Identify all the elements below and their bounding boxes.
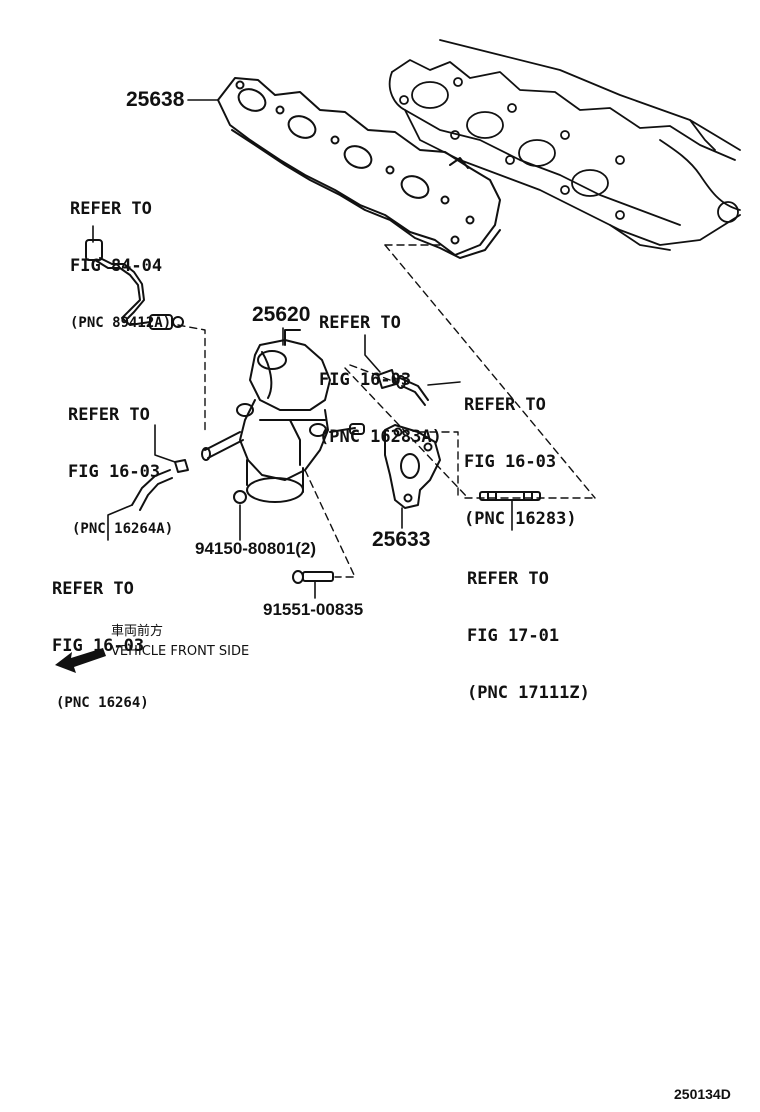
ref-line: REFER TO	[467, 569, 549, 589]
vehicle-front-jp: 車両前方	[111, 624, 164, 639]
ref-line: REFER TO	[464, 395, 546, 415]
ref-line: FIG 16-03	[464, 452, 557, 472]
ref-label-16264: REFER TO FIG 16-03 (PNC 16264)	[52, 542, 149, 751]
ref-label-16283: REFER TO FIG 16-03 (PNC 16283)	[464, 358, 577, 567]
ref-line: REFER TO	[52, 579, 134, 599]
part-number-25620: 25620	[252, 303, 311, 326]
ref-line: FIG 17-01	[467, 626, 560, 646]
part-number-91551: 91551-00835	[263, 600, 364, 619]
vehicle-front-arrow-icon	[55, 648, 106, 673]
part-number-25633: 25633	[372, 528, 431, 551]
ref-line: FIG 16-03	[319, 370, 412, 390]
vehicle-front-note: 車両前方 VEHICLE FRONT SIDE	[111, 622, 249, 662]
part-number-25638: 25638	[126, 88, 185, 111]
ref-line: (PNC 16264A)	[72, 521, 174, 537]
ref-line: (PNC 89412A)	[70, 315, 172, 331]
cylinder-head-illustration	[388, 39, 741, 251]
egr-valve-25620-illustration	[201, 329, 365, 504]
leader-lines	[92, 99, 513, 599]
ref-line: (PNC 17111Z)	[467, 683, 590, 703]
ref-label-16264a: REFER TO FIG 16-03 (PNC 16264A)	[68, 368, 173, 577]
ref-label-89412a: REFER TO FIG 84-04 (PNC 89412A)	[70, 162, 171, 371]
ref-line: FIG 16-03	[68, 462, 161, 482]
hose-16264-illustration	[131, 459, 189, 511]
ref-line: REFER TO	[319, 313, 401, 333]
vehicle-front-en: VEHICLE FRONT SIDE	[111, 644, 250, 659]
ref-line: FIG 84-04	[70, 256, 163, 276]
ref-label-17111z: REFER TO FIG 17-01 (PNC 17111Z)	[467, 532, 590, 741]
stud-bolt-illustration	[479, 491, 541, 501]
dashed-lines	[177, 244, 596, 578]
sensor-wire-illustration	[85, 239, 184, 330]
ref-line: (PNC 16264)	[56, 695, 149, 711]
bolt-91551-illustration	[292, 570, 334, 584]
ref-line: REFER TO	[70, 199, 152, 219]
ref-line: REFER TO	[68, 405, 150, 425]
ref-line: (PNC 16283)	[464, 509, 577, 529]
ref-label-16283a: REFER TO FIG 16-03 (PNC 16283A)	[319, 276, 442, 485]
hose-16283-illustration	[377, 369, 429, 406]
ref-line: (PNC 16283A)	[319, 427, 442, 447]
ref-line: FIG 16-03	[52, 636, 145, 656]
drawing-code: 250134D	[674, 1086, 731, 1102]
manifold-gasket-25638-illustration	[217, 77, 501, 259]
part-number-94150: 94150-80801(2)	[195, 539, 316, 558]
